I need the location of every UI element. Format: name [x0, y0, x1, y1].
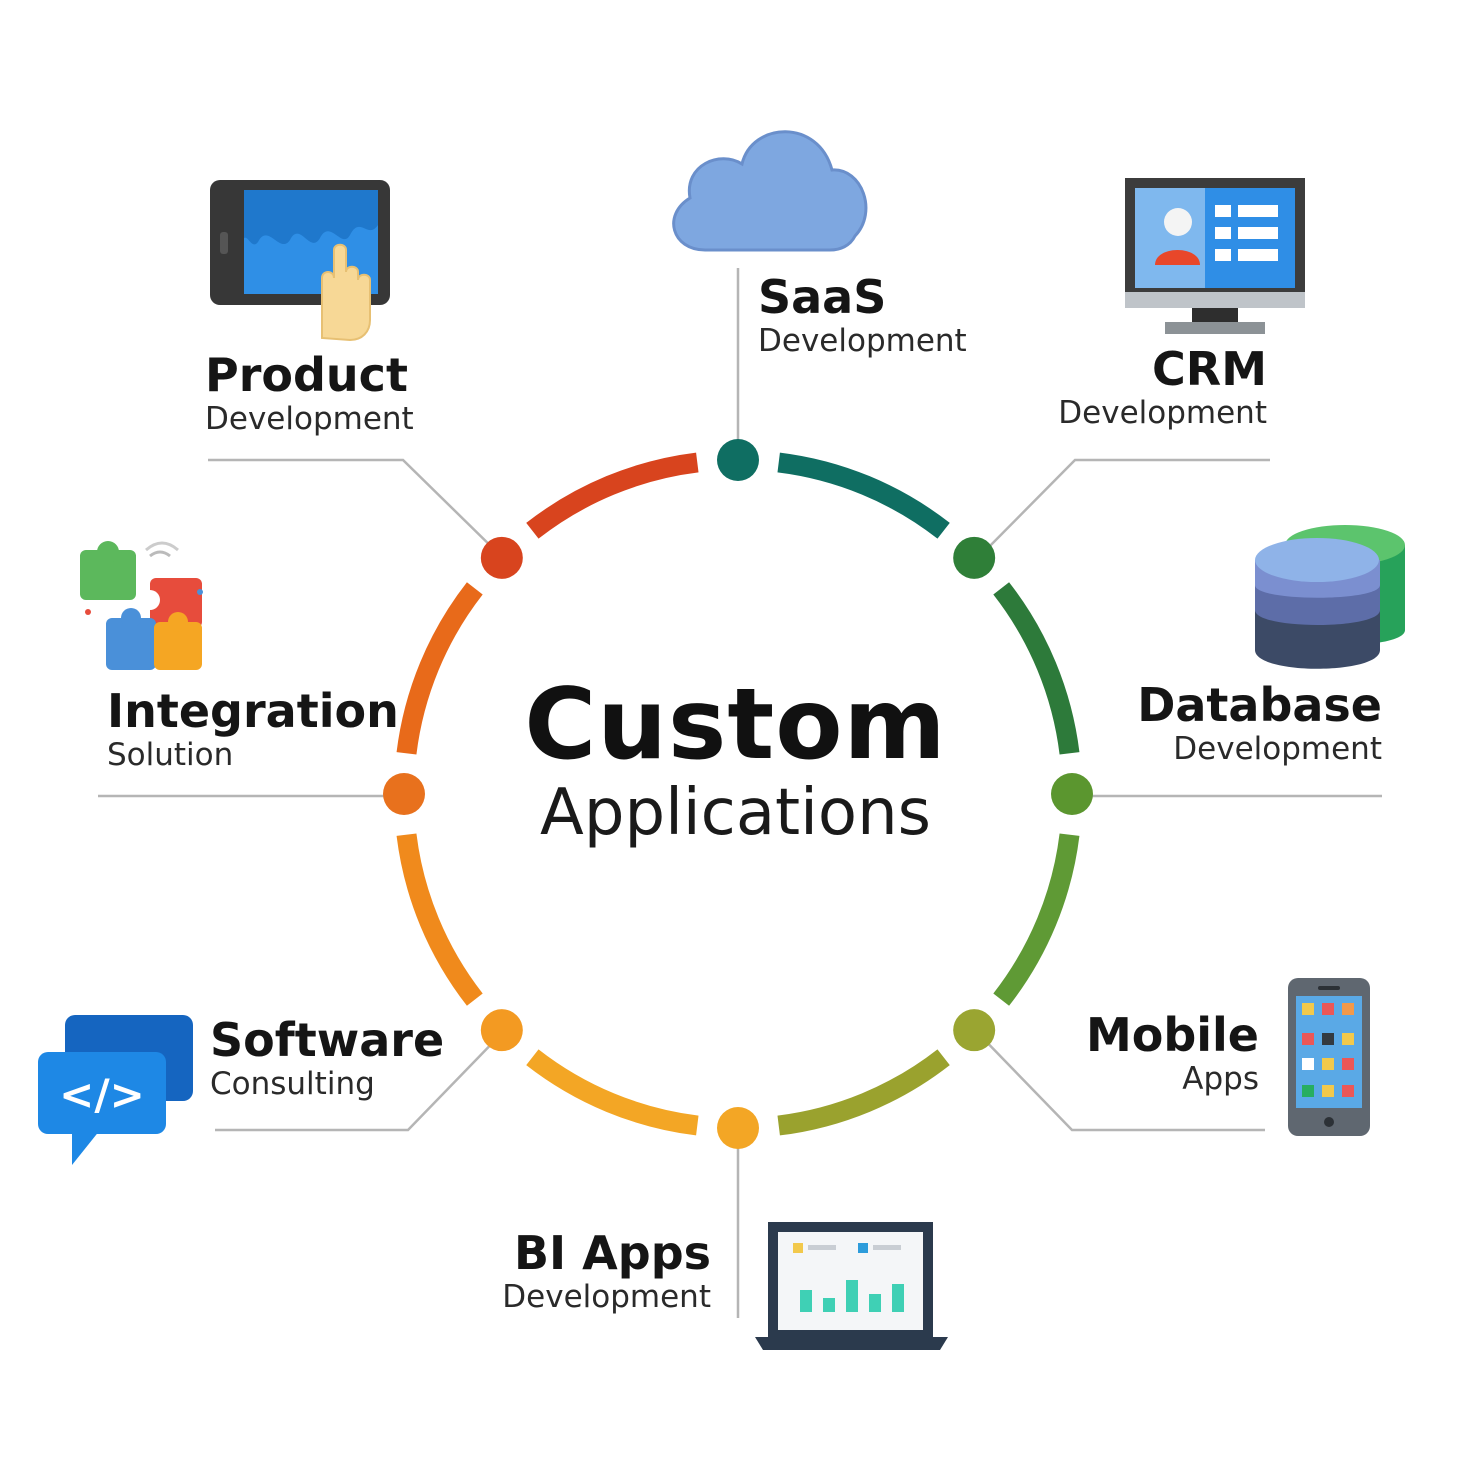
ring: [396, 452, 1080, 1136]
item-title: Product: [205, 348, 408, 402]
item-title: BI Apps: [513, 1226, 711, 1280]
item-integration: Integration Solution: [107, 684, 399, 773]
connector-crm: [976, 458, 1270, 560]
code-chat-icon: </>: [38, 1015, 193, 1165]
item-subtitle: Consulting: [210, 1065, 375, 1102]
item-title: Software: [210, 1013, 445, 1067]
ring-node-bi: [717, 1107, 759, 1149]
item-subtitle: Development: [1173, 730, 1382, 767]
item-title: SaaS: [758, 270, 887, 324]
database-icon: [1255, 525, 1405, 669]
item-bi: BI Apps Development: [502, 1226, 711, 1315]
connector-lines: [98, 268, 1382, 1318]
laptop-chart-icon: [755, 1222, 948, 1350]
ring-arc-crm: [993, 582, 1080, 755]
item-title: CRM: [1152, 342, 1267, 396]
center-subtitle: Applications: [540, 776, 931, 850]
crm-monitor-icon: [1125, 178, 1305, 334]
item-database: Database Development: [1137, 678, 1382, 767]
ring-arc-database: [993, 833, 1080, 1006]
ring-node-crm: [953, 536, 996, 579]
ring-arc-software: [396, 833, 483, 1006]
center-title: Custom: [524, 668, 947, 782]
ring-node-product: [480, 536, 523, 579]
ring-arc-integration: [396, 582, 483, 755]
ring-arc-bi: [526, 1049, 699, 1136]
ring-node-integration: [383, 773, 425, 815]
ring-node-mobile: [953, 1009, 996, 1052]
item-subtitle: Development: [758, 322, 967, 359]
ring-arc-product: [526, 452, 699, 539]
item-title: Integration: [107, 684, 399, 738]
item-mobile: Mobile Apps: [1085, 1008, 1259, 1097]
connector-mobile: [974, 1029, 1265, 1132]
ring-nodes: [383, 439, 1093, 1149]
smartphone-icon: [1288, 978, 1370, 1136]
item-crm: CRM Development: [1058, 342, 1267, 431]
connector-software: [215, 1029, 506, 1132]
ring-arc-saas: [777, 452, 950, 539]
ring-node-database: [1051, 773, 1093, 815]
ring-node-saas: [717, 439, 759, 481]
connector-product: [208, 458, 503, 558]
cloud-icon: [672, 130, 868, 252]
item-title: Mobile: [1085, 1008, 1259, 1062]
item-subtitle: Development: [502, 1278, 711, 1315]
item-saas: SaaS Development: [758, 270, 967, 359]
item-title: Database: [1137, 678, 1382, 732]
ring-node-software: [480, 1009, 523, 1052]
tablet-touch-icon: [210, 180, 390, 342]
ring-arc-mobile: [777, 1049, 950, 1136]
item-subtitle: Solution: [107, 736, 234, 773]
item-product: Product Development: [205, 348, 414, 437]
item-subtitle: Apps: [1182, 1060, 1259, 1097]
svg-text:</>: </>: [59, 1070, 145, 1119]
item-software: Software Consulting: [210, 1013, 445, 1102]
item-subtitle: Development: [205, 400, 414, 437]
puzzle-icon: [80, 541, 203, 670]
item-subtitle: Development: [1058, 394, 1267, 431]
